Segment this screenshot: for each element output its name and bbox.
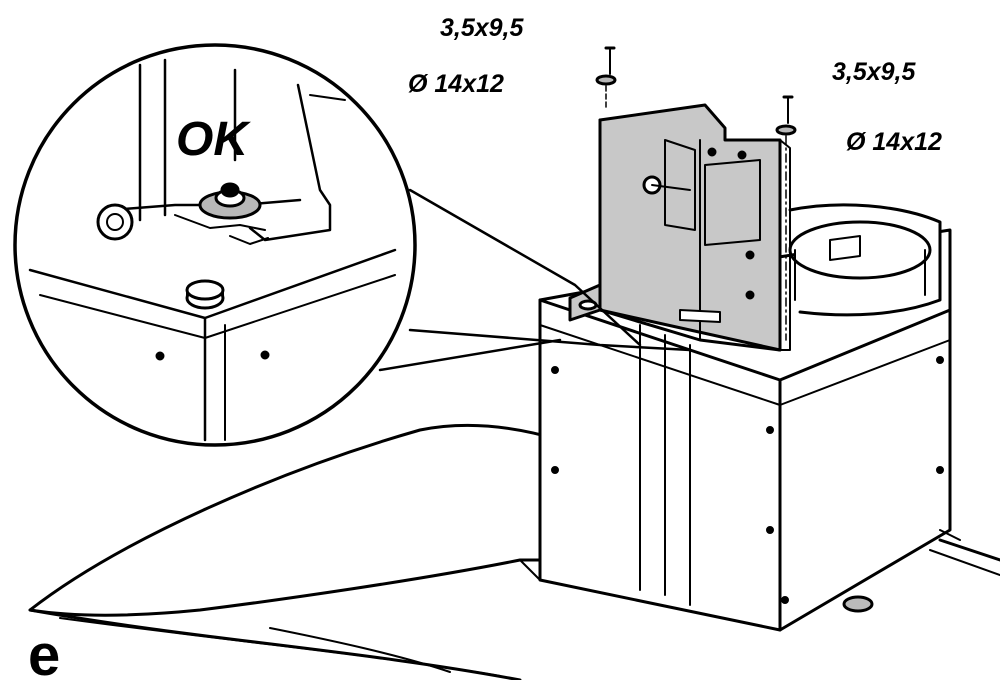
- screw-size-label-right: 3,5x9,5: [832, 58, 916, 86]
- mounting-bracket: [568, 103, 791, 352]
- chimney-box: [519, 228, 961, 632]
- motor-ring: [788, 203, 942, 317]
- washer-left-icon: [595, 74, 617, 86]
- screw-right-icon: [775, 95, 797, 341]
- screw-size-label-left: 3,5x9,5: [440, 14, 524, 42]
- foot-screw-icon: [842, 595, 874, 613]
- screw-left-icon: [595, 46, 617, 109]
- step-label: e: [28, 623, 61, 688]
- hood-canopy: [28, 423, 1000, 680]
- callout-leader-top: [408, 188, 642, 347]
- washer-size-label-left: Ø 14x12: [408, 70, 504, 98]
- washer-size-label-right: Ø 14x12: [846, 128, 942, 156]
- callout-leader-bottom: [408, 328, 692, 352]
- washer-right-icon: [775, 124, 797, 136]
- detail-ok-label: OK: [176, 113, 248, 166]
- magnifier-detail: [13, 43, 417, 447]
